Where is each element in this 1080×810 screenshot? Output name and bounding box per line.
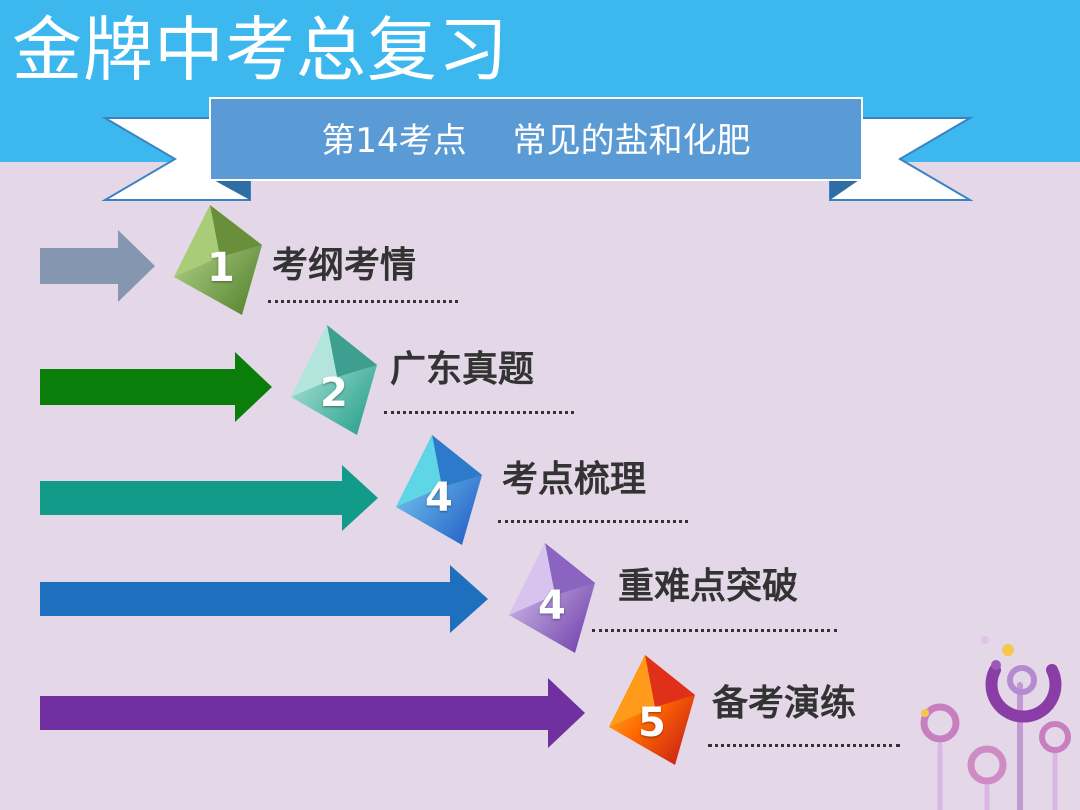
menu-item-4-dots xyxy=(592,623,837,632)
menu-item-5-label[interactable]: 备考演练 xyxy=(712,683,857,724)
cube-5-number: 5 xyxy=(638,700,666,746)
cube-1-number: 1 xyxy=(207,245,235,291)
cube-1-icon xyxy=(174,205,262,315)
subtitle: 第14考点 常见的盐和化肥 xyxy=(210,116,862,166)
arrow-2 xyxy=(40,352,272,422)
arrow-3 xyxy=(40,465,378,531)
subtitle-topic-name: 常见的盐和化肥 xyxy=(512,121,751,161)
cube-4-number: 4 xyxy=(538,583,566,629)
main-title: 金牌中考总复习 xyxy=(12,9,509,91)
menu-item-3-dots xyxy=(498,514,688,523)
cube-3-icon xyxy=(396,435,482,545)
menu-item-1-label[interactable]: 考纲考情 xyxy=(272,245,417,286)
arrow-4 xyxy=(40,565,488,633)
menu-item-3-label[interactable]: 考点梳理 xyxy=(502,459,647,500)
subtitle-ribbon xyxy=(101,97,974,201)
cube-3-number: 4 xyxy=(425,475,453,521)
menu-item-5-dots xyxy=(708,738,900,747)
menu-item-2-dots xyxy=(384,405,574,414)
menu-item-1-dots xyxy=(268,294,458,303)
menu-item-4-label[interactable]: 重难点突破 xyxy=(618,566,799,607)
arrow-1 xyxy=(40,230,155,302)
cube-5-icon xyxy=(609,655,695,765)
cube-2-icon xyxy=(291,325,377,435)
cube-2-number: 2 xyxy=(320,370,348,416)
cube-4-icon xyxy=(509,543,595,653)
arrow-5 xyxy=(40,678,585,748)
menu-item-2-label[interactable]: 广东真题 xyxy=(390,349,535,390)
subtitle-topic-number: 第14考点 xyxy=(321,121,467,161)
decorative-flower-graphic xyxy=(920,636,1071,810)
